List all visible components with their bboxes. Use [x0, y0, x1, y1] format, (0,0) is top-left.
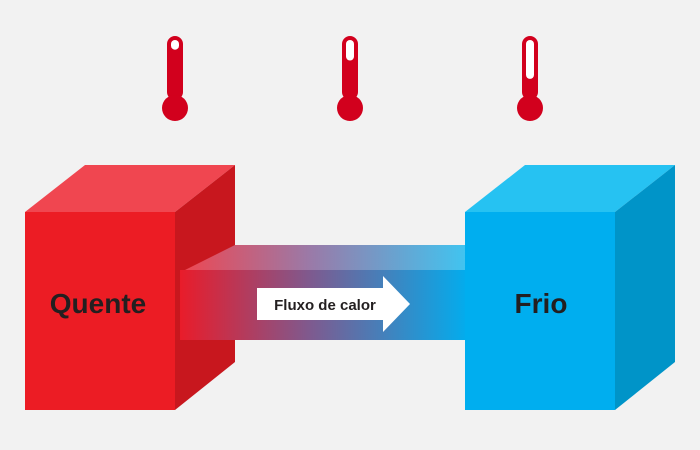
thermometer-empty-column: [526, 40, 534, 79]
heat-flow-arrow: Fluxo de calor: [257, 276, 410, 332]
thermometer-icon-hot: [162, 36, 188, 121]
cold-block-top: [465, 165, 675, 212]
thermometer-empty-column: [346, 40, 354, 61]
thermometer-bulb: [337, 95, 363, 121]
heat-flow-bar-top: [185, 245, 520, 270]
cold-block-front: [465, 212, 615, 410]
arrow-right-icon: [257, 276, 410, 332]
thermometer-icon-warm: [337, 36, 363, 121]
hot-block-front: [25, 212, 175, 410]
thermometer-bulb: [162, 95, 188, 121]
thermometer-icon-cool: [517, 36, 543, 121]
cold-block-label: Frio: [515, 288, 568, 319]
thermometer-bulb: [517, 95, 543, 121]
cold-block-side: [615, 165, 675, 410]
thermometer-tube: [167, 36, 183, 100]
hot-block-label: Quente: [50, 288, 146, 319]
thermometer-empty-column: [171, 40, 179, 50]
hot-block-top: [25, 165, 235, 212]
heat-flow-label: Fluxo de calor: [274, 297, 376, 314]
hot-block: [25, 165, 235, 410]
cold-block: [465, 165, 675, 410]
